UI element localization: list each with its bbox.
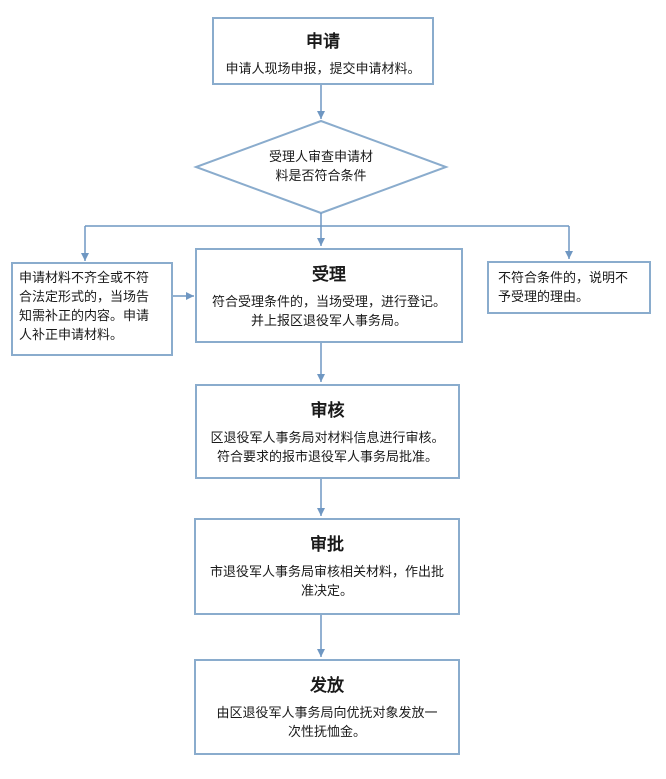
step-apply: 申请 申请人现场申报，提交申请材料。 [212,17,434,85]
step-approve-title: 审批 [310,535,344,555]
branch-incomplete-line-2: 合法定形式的，当场告 [19,290,150,305]
branch-rejected-line-1: 不符合条件的，说明不 [498,271,629,286]
step-review: 审核 区退役军人事务局对材料信息进行审核。 符合要求的报市退役军人事务局批准。 [195,384,460,479]
step-apply-title: 申请 [306,32,340,52]
step-approve-line-1: 市退役军人事务局审核相关材料，作出批 [209,565,444,580]
branch-incomplete-line-3: 知需补正的内容。申请 [19,309,150,324]
step-approve-line-2: 准决定。 [300,584,353,599]
step-approve: 审批 市退役军人事务局审核相关材料，作出批 准决定。 [194,518,460,615]
step-apply-line-1: 申请人现场申报，提交申请材料。 [225,62,421,77]
branch-incomplete-line-1: 申请材料不齐全或不符 [19,271,150,286]
step-review-title: 审核 [310,401,345,421]
step-issue-line-1: 由区退役军人事务局向优抚对象发放一 [216,706,438,721]
branch-incomplete: 申请材料不齐全或不符 合法定形式的，当场告 知需补正的内容。申请 人补正申请材料… [11,262,173,356]
step-accept-title: 受理 [312,265,346,285]
branch-incomplete-line-4: 人补正申请材料。 [19,328,124,343]
branch-rejected-line-2: 予受理的理由。 [498,290,590,305]
decision-line-1: 受理人审查申请材 [268,150,373,165]
decision-line-2: 料是否符合条件 [275,169,367,184]
branch-rejected: 不符合条件的，说明不 予受理的理由。 [487,261,651,314]
step-issue: 发放 由区退役军人事务局向优抚对象发放一 次性抚恤金。 [194,659,460,755]
step-review-line-1: 区退役军人事务局对材料信息进行审核。 [210,431,445,446]
decision-text: 受理人审查申请材 料是否符合条件 [236,148,406,186]
step-accept-line-2: 并上报区退役军人事务局。 [250,314,407,329]
step-accept: 受理 符合受理条件的，当场受理，进行登记。 并上报区退役军人事务局。 [195,248,463,343]
step-issue-title: 发放 [310,676,344,696]
step-accept-line-1: 符合受理条件的，当场受理，进行登记。 [211,295,446,310]
step-review-line-2: 符合要求的报市退役军人事务局批准。 [216,450,438,465]
step-issue-line-2: 次性抚恤金。 [287,725,366,740]
